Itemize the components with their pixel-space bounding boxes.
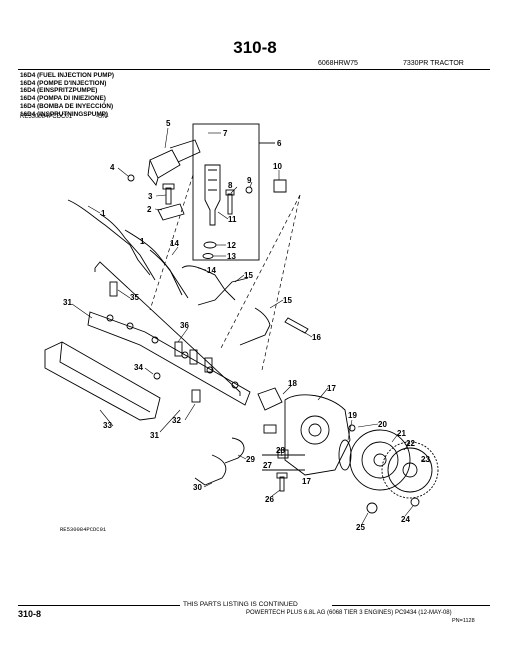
footer-divider-right [332, 605, 490, 606]
illustration-reference: RE530084PCDC01 [20, 114, 73, 120]
callout-31: 31 [63, 298, 72, 307]
callout-25: 25 [356, 523, 365, 532]
callout-31: 31 [150, 431, 159, 440]
callout-13: 13 [227, 252, 236, 261]
callout-6: 6 [277, 139, 282, 148]
footer-pn: PN=1128 [452, 618, 475, 624]
callout-20: 20 [378, 420, 387, 429]
illustration-suffix: -UN- [96, 114, 109, 120]
callout-2: 2 [147, 205, 152, 214]
group-title: 16D4 (EINSPRITZPUMPE) [20, 87, 98, 95]
callout-17: 17 [327, 384, 336, 393]
callout-26: 26 [265, 495, 274, 504]
group-title: 16D4 (INSPRUTNINGSPUMP) [20, 110, 109, 118]
group-title: 16D4 (FUEL INJECTION PUMP) [20, 72, 114, 79]
callout-28: 28 [276, 446, 285, 455]
footer-description: POWERTECH PLUS 6.8L AG (6068 TIER 3 ENGI… [246, 610, 452, 616]
callout-27: 27 [263, 461, 272, 470]
injector-detail-box [192, 123, 260, 261]
callout-15: 15 [283, 296, 292, 305]
callout-18: 18 [288, 379, 297, 388]
callout-14: 14 [207, 266, 216, 275]
callout-12: 12 [227, 241, 236, 250]
callout-17: 17 [302, 477, 311, 486]
callout-21: 21 [397, 429, 406, 438]
tractor-name: 7330PR TRACTOR [403, 60, 464, 67]
callout-14: 14 [170, 239, 179, 248]
callout-34: 34 [134, 363, 143, 372]
callout-3: 3 [148, 192, 153, 201]
callout-16: 16 [312, 333, 321, 342]
callout-19: 19 [348, 411, 357, 420]
callout-10: 10 [273, 162, 282, 171]
callout-7: 7 [223, 129, 228, 138]
callout-32: 32 [172, 416, 181, 425]
callout-4: 4 [110, 163, 115, 172]
callout-5: 5 [166, 119, 171, 128]
callout-24: 24 [401, 515, 410, 524]
callout-11: 11 [228, 215, 237, 224]
group-title-list: 16D4 (FUEL INJECTION PUMP) 16D4 (POMPE D… [20, 72, 114, 118]
callout-30: 30 [193, 483, 202, 492]
callout-8: 8 [228, 181, 233, 190]
callout-1: 1 [140, 237, 145, 246]
callout-22: 22 [406, 439, 415, 448]
group-title: 16D4 (BOMBA DE INYECCIÓN) [20, 102, 114, 110]
callout-29: 29 [246, 455, 255, 464]
model-code: 6068HRW75 [318, 60, 358, 67]
footer-divider-left [18, 605, 180, 606]
group-title: 16D4 (POMPA DI INIEZIONE) [20, 95, 106, 103]
illustration-id: RE530084PCDC01 [60, 526, 107, 533]
page-title: 310-8 [233, 38, 277, 57]
callout-35: 35 [130, 293, 139, 302]
callout-9: 9 [247, 176, 252, 185]
callout-36: 36 [180, 321, 189, 330]
continued-notice: THIS PARTS LISTING IS CONTINUED [183, 601, 298, 608]
footer-page-number: 310-8 [18, 609, 42, 619]
callout-1: 1 [101, 209, 106, 218]
callout-23: 23 [421, 455, 430, 464]
callout-15: 15 [244, 271, 253, 280]
callout-33: 33 [103, 421, 112, 430]
group-title: 16D4 (POMPE D'INJECTION) [20, 79, 107, 87]
header-divider [18, 69, 490, 70]
